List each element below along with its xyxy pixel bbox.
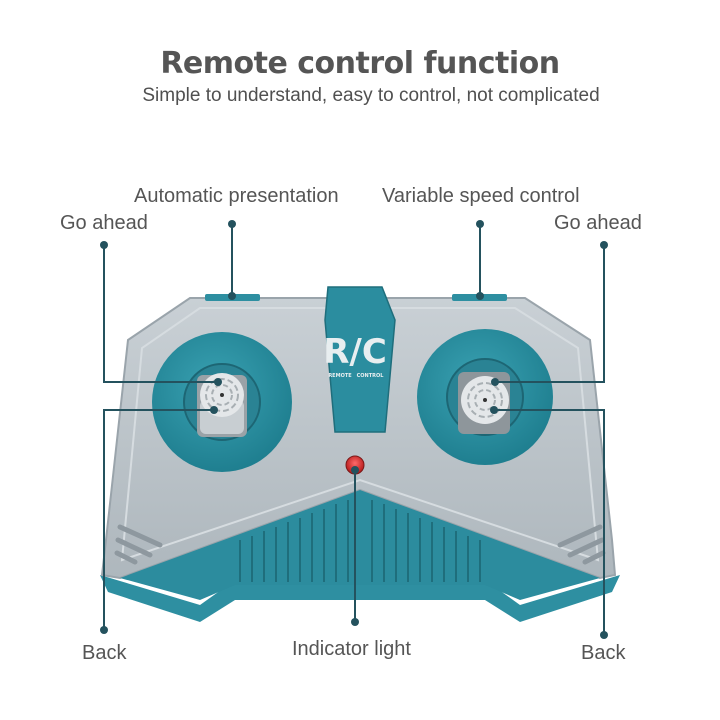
label-indicator-light: Indicator light: [292, 638, 411, 660]
logo-subtext-right: CONTROL: [357, 373, 385, 379]
label-back-left: Back: [82, 642, 127, 664]
label-back-right: Back: [581, 642, 626, 664]
logo-plate: [324, 286, 396, 433]
label-go-ahead-right: Go ahead: [554, 212, 642, 234]
grille-ribs: [239, 500, 481, 582]
leader-dots: [100, 220, 608, 639]
label-variable-speed-control: Variable speed control: [382, 185, 580, 207]
leader-back-right: [494, 409, 605, 635]
label-automatic-presentation: Automatic presentation: [134, 185, 339, 207]
logo-subtext-left: REMOTE: [328, 373, 352, 379]
right-joystick: [417, 329, 553, 465]
page-title: Remote control function: [160, 46, 560, 81]
page-subtitle: Simple to understand, easy to control, n…: [142, 85, 600, 106]
left-joystick: [152, 332, 292, 472]
leader-go-ahead-right: [495, 245, 605, 383]
label-go-ahead-left: Go ahead: [60, 212, 148, 234]
vent-slots-right: [557, 524, 606, 565]
logo-text: R/C: [323, 332, 387, 372]
leader-lines: [103, 224, 605, 635]
leader-back-left: [103, 409, 214, 630]
vent-slots-left: [114, 524, 163, 565]
leader-go-ahead-left: [103, 245, 218, 383]
